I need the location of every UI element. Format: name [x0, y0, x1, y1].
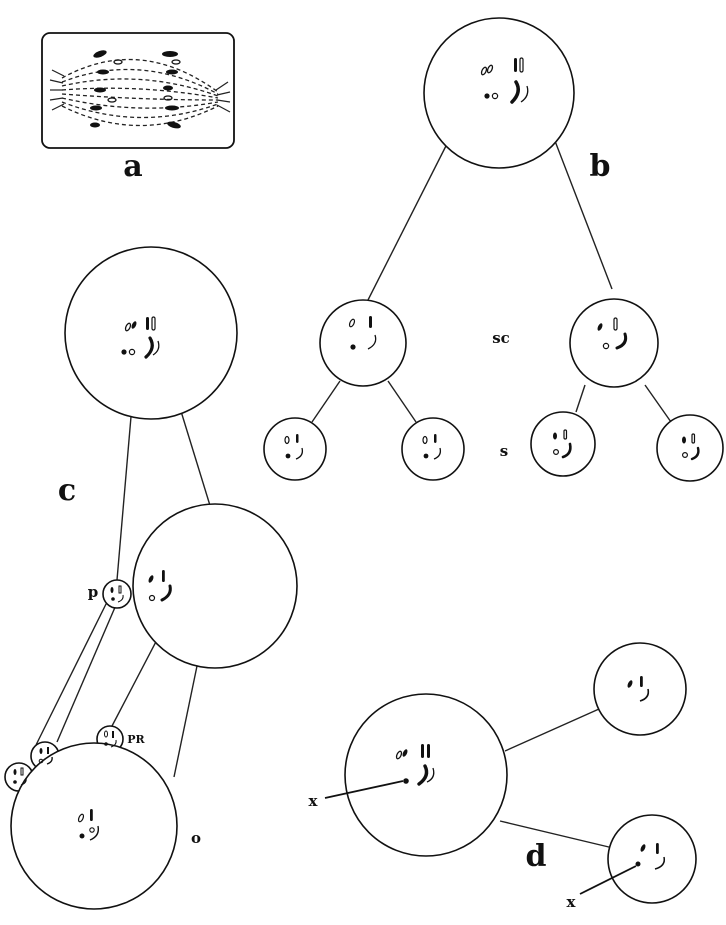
daughter-with-x-circle — [607, 814, 697, 904]
chromosomes-c-secondary — [148, 570, 172, 602]
ootid-circle — [10, 742, 178, 910]
metaphase-chromosomes — [90, 50, 181, 129]
panel-b: b sc s — [263, 17, 724, 482]
secondary-spermatocyte-right-circle — [569, 298, 659, 388]
chromosomes-c-pb3 — [13, 767, 27, 786]
chromosomes-c-primary — [121, 316, 160, 359]
chromosomes-b-s1 — [284, 434, 304, 460]
panel-d-lineage-lines — [499, 708, 614, 849]
chromosomes-b-primary — [480, 57, 529, 104]
secondary-oocyte-circle — [132, 503, 298, 669]
spermatid-2-circle — [401, 417, 465, 481]
label-x-upper: x — [309, 792, 319, 810]
panel-a: a — [41, 32, 235, 184]
aster-left — [49, 69, 65, 111]
chromosomes-b-sc-left — [348, 316, 377, 350]
label-o: o — [191, 829, 201, 847]
aster-right — [215, 81, 231, 113]
label-sc: sc — [492, 329, 510, 347]
panel-b-lineage-lines — [311, 133, 672, 423]
chromosomes-d-parent — [395, 744, 435, 786]
chromosomes-c-polar — [110, 585, 124, 603]
primary-oocyte-circle — [64, 246, 238, 420]
panel-d-letter: d — [526, 839, 547, 874]
daughter-no-x-circle — [593, 642, 687, 736]
chromosomes-c-pr — [104, 730, 117, 748]
spermatid-4-circle — [656, 414, 724, 482]
chromosomes-b-sc-right — [597, 317, 628, 350]
spermatid-3-circle — [530, 411, 596, 477]
chromosomes-d-no-x — [627, 676, 650, 702]
polar-body-circle — [102, 579, 132, 609]
chromosomes-b-s3 — [552, 429, 572, 459]
panel-c: c p PR o — [4, 246, 298, 910]
chromosomes-c-pb2 — [38, 747, 53, 765]
chromosomes-b-s4 — [681, 433, 700, 461]
panel-a-letter: a — [123, 149, 142, 184]
label-s: s — [500, 442, 508, 460]
panel-b-letter: b — [590, 149, 611, 184]
chromosomes-b-s2 — [422, 434, 442, 460]
panel-d: x x d — [309, 642, 697, 911]
chromosomes-d-with-x — [635, 843, 666, 870]
label-p: p — [88, 583, 99, 601]
label-x-lower: x — [567, 893, 577, 911]
hollow-chromosomes — [107, 59, 181, 103]
spermatocyte-primary-circle — [423, 17, 575, 169]
label-pr: PR — [127, 733, 145, 746]
x-pointers — [324, 780, 637, 895]
panel-c-lineage-lines — [35, 404, 213, 778]
panel-c-letter: c — [58, 473, 76, 508]
chromosomes-c-ootid — [77, 809, 100, 841]
secondary-spermatocyte-left-circle — [319, 299, 407, 387]
spindle-fibers — [61, 58, 219, 127]
spermatid-1-circle — [263, 417, 327, 481]
spindle-frame — [41, 32, 235, 149]
